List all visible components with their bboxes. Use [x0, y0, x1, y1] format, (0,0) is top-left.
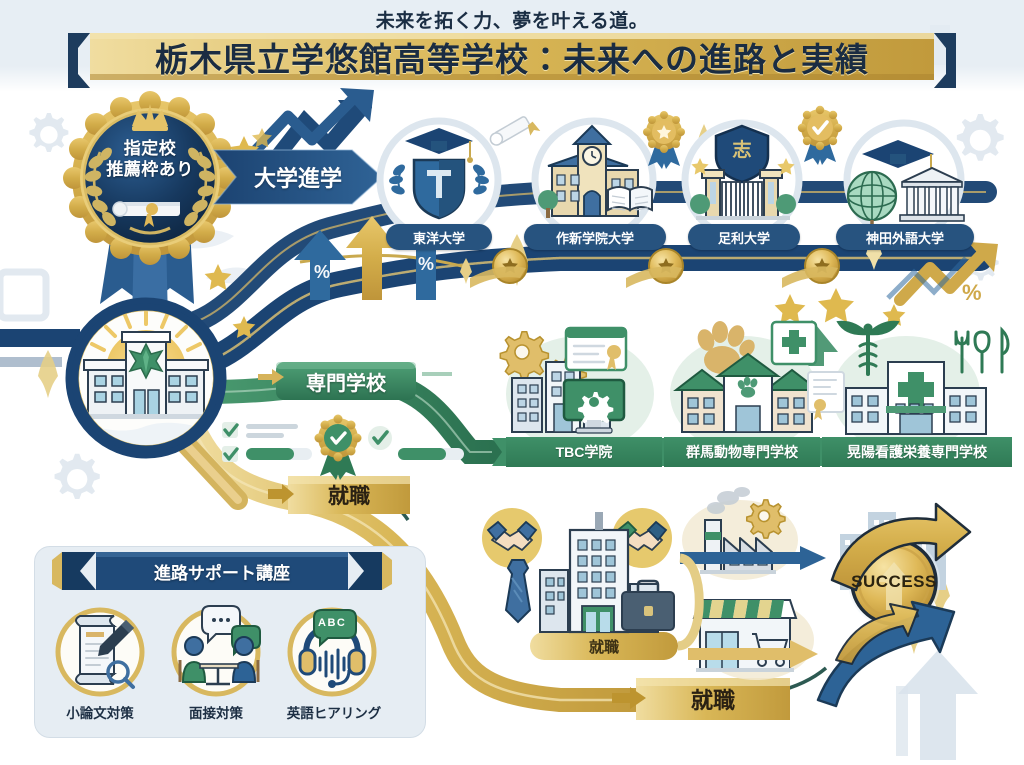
percent-symbol: % [418, 254, 434, 274]
percent-arrow-icon-group [294, 200, 454, 300]
abc-badge-text: ABC [318, 617, 347, 629]
check-mark-icon-group [222, 422, 392, 462]
university-label-4: 神田外語大学 [836, 224, 974, 250]
university-node-3: 志 [681, 105, 843, 241]
vocational-icon-1 [499, 326, 628, 434]
support-item-label-1: 小論文対策 [66, 706, 134, 721]
paw-print-icon [737, 376, 758, 398]
sunburst-icon [86, 311, 206, 410]
school-building-icon [83, 331, 209, 419]
gear-icon [499, 330, 550, 381]
gear-icon [548, 355, 588, 395]
necktie-icon [504, 559, 532, 624]
subtitle-text: 未来を拓く力、夢を叶える道。 [375, 11, 649, 32]
percent-symbol-group: % % [314, 254, 434, 282]
ribbon-medal-icon [643, 111, 685, 169]
factory-icon [700, 487, 786, 574]
path-label-university: 大学進学 [253, 166, 342, 191]
svg-text:志: 志 [731, 138, 751, 161]
path-label-employment-bottom: 就職 [690, 688, 735, 713]
green-arrow-icon [786, 320, 838, 366]
page-title: 栃木県立学悠館高等学校：未来への進路と実績 [155, 40, 869, 78]
handshake-icon [482, 508, 542, 568]
paw-print-icon [697, 321, 755, 374]
office-building-icon [539, 512, 659, 634]
university-node-2 [531, 111, 685, 243]
caduceus-icon [836, 320, 900, 376]
ghost-arrow-icon [898, 650, 978, 760]
badge-line-2: 推薦枠あり [106, 160, 194, 179]
path-label-employment-mid: 就職 [328, 485, 370, 508]
progress-bar-icon-group [246, 424, 464, 460]
vocational-icon-2 [673, 320, 845, 433]
school-emblem-icon [128, 342, 164, 380]
handshake-icon [612, 508, 672, 568]
title-banner: 栃木県立学悠館高等学校：未来への進路と実績 [90, 33, 934, 88]
vocational-icon-3 [836, 320, 1010, 435]
graduation-cap-shield-icon [389, 128, 489, 220]
university-label-2: 作新学院大学 [524, 224, 666, 250]
cutlery-icon [954, 326, 1010, 374]
percent-symbol: % [314, 262, 330, 282]
university-label-3: 足利大学 [688, 224, 800, 250]
vocational-label-3: 晃陽看護栄養専門学校 [822, 437, 1012, 467]
gold-medal-icon-group [492, 248, 840, 284]
employment-flow-arrows [676, 546, 826, 668]
growth-arrow-icon-right [886, 242, 998, 306]
briefcase-icon [621, 579, 675, 631]
support-item-label-3: 英語ヒアリング [286, 706, 382, 721]
path-label-vocational: 専門学校 [306, 372, 386, 395]
gear-icon [745, 499, 786, 539]
university-label-1: 東洋大学 [386, 224, 492, 250]
globe-classical-building-icon [846, 140, 965, 235]
success-arrow-icons [816, 502, 972, 708]
check-medal-icon [797, 105, 843, 165]
support-panel-title: 進路サポート講座 [154, 564, 290, 583]
university-node-4 [843, 119, 965, 241]
shopping-cart-icon [752, 633, 789, 667]
diploma-icon [489, 116, 541, 146]
percent-symbol: % [962, 280, 982, 305]
university-node-1 [376, 116, 541, 243]
vocational-label-1: TBC学院 [506, 437, 662, 467]
diploma-icon [112, 201, 180, 227]
badge-label: 指定校 推薦枠あり [78, 138, 222, 180]
storefront-icon [692, 599, 798, 672]
ribbon-medal-icon [314, 414, 362, 480]
support-item-label-2: 面接対策 [189, 706, 243, 721]
badge-line-1: 指定校 [123, 139, 177, 158]
clock-tower-building-icon [538, 124, 653, 218]
vocational-label-2: 群馬動物専門学校 [664, 437, 820, 467]
crown-icon [132, 104, 168, 131]
university-gate-icon: 志 [690, 124, 796, 220]
path-label-employment-office: 就職 [588, 638, 619, 656]
success-label: SUCCESS [851, 572, 937, 591]
